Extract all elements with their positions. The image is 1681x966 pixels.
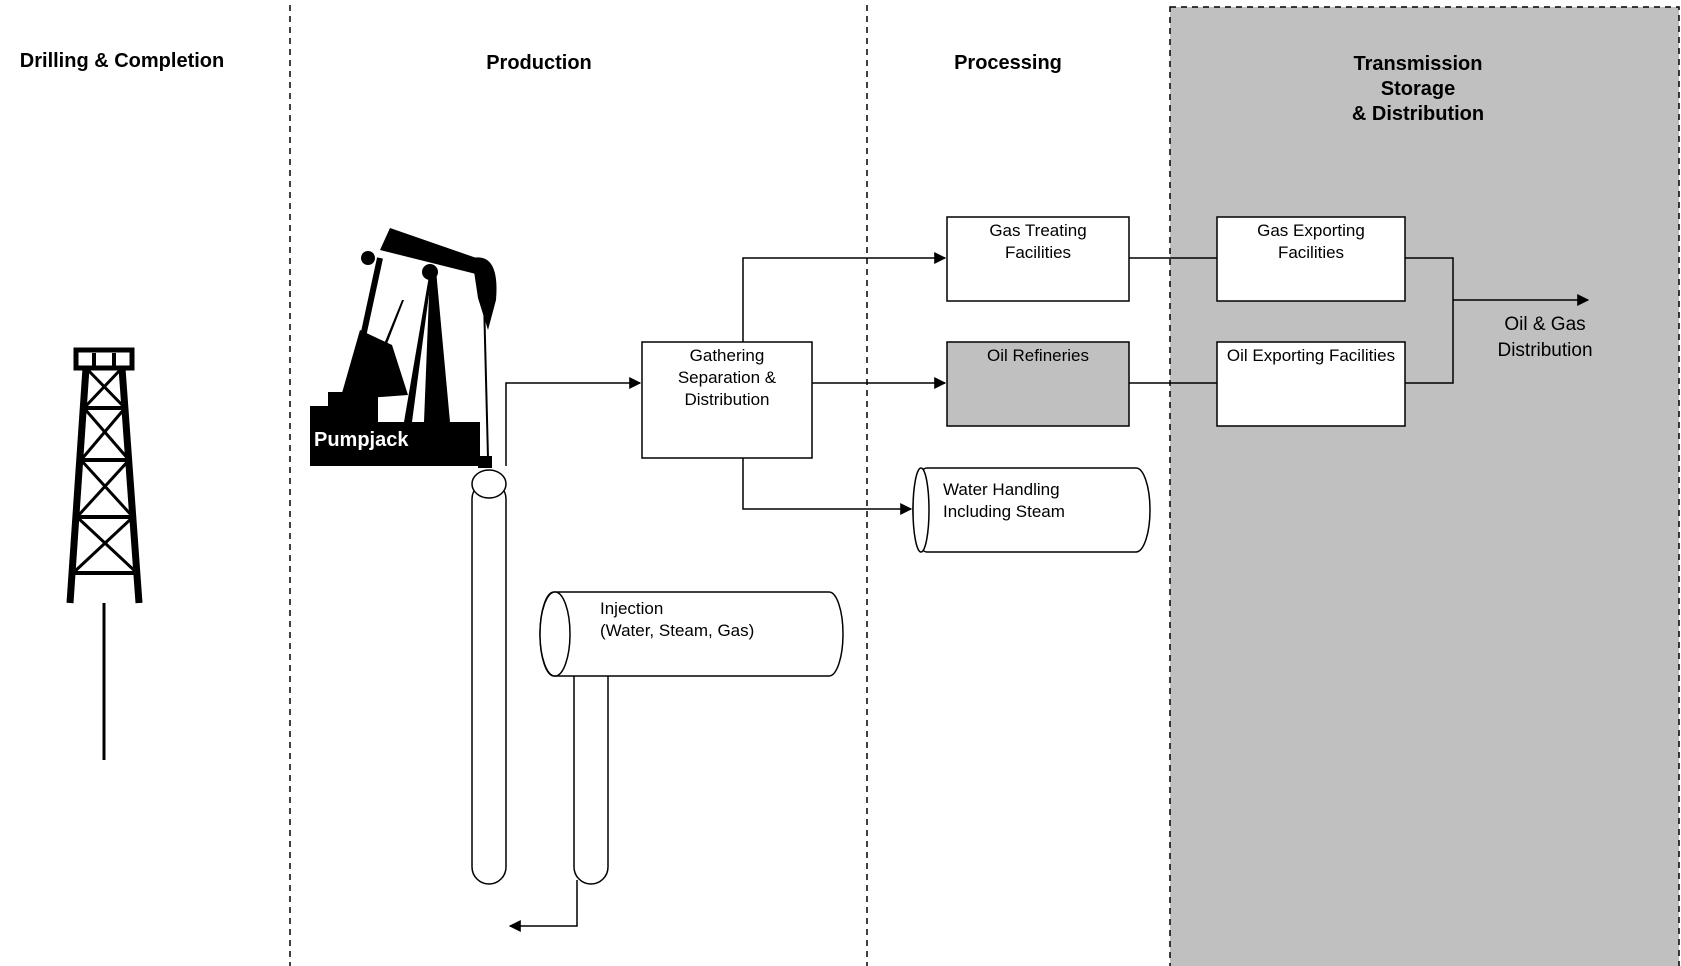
- stage-transmission-title-line-2: Storage: [1381, 78, 1455, 100]
- gathering-label-line-1: Gathering: [690, 346, 765, 365]
- stage-transmission-title-line-1: Transmission: [1354, 53, 1483, 75]
- connector-well-to-gathering: [505, 377, 642, 466]
- injection-well: [573, 659, 609, 885]
- gathering-box: Gathering Separation & Distribution: [641, 341, 813, 459]
- drilling-rig-icon: [66, 347, 143, 760]
- oil-refineries-label: Oil Refineries: [987, 346, 1089, 365]
- oil-exporting-label: Oil Exporting Facilities: [1227, 346, 1395, 365]
- gas-treating-box: Gas Treating Facilities: [946, 216, 1130, 302]
- pumpjack-label: Pumpjack: [314, 429, 409, 451]
- stage-processing-title: Processing: [954, 52, 1062, 74]
- oil-exporting-box: Oil Exporting Facilities: [1216, 341, 1406, 427]
- gas-exporting-box: Gas Exporting Facilities: [1216, 216, 1406, 302]
- water-handling-tank: Water Handling Including Steam: [912, 467, 1151, 553]
- water-handling-label-line-1: Water Handling: [943, 480, 1060, 499]
- flow-connectors: [505, 252, 1590, 932]
- stage-transmission-title-line-3: & Distribution: [1352, 103, 1484, 125]
- gas-treating-label-line-1: Gas Treating: [989, 221, 1086, 240]
- gathering-label-line-3: Distribution: [684, 390, 769, 409]
- gas-treating-label-line-2: Facilities: [1005, 243, 1071, 262]
- connector-gathering-to-gas-treating: [742, 252, 947, 342]
- transmission-region: [1169, 6, 1680, 966]
- oil-refineries-box: Oil Refineries: [946, 341, 1130, 427]
- injection-label-line-2: (Water, Steam, Gas): [600, 621, 754, 640]
- connector-gathering-to-water: [742, 458, 913, 515]
- gas-exporting-label-line-1: Gas Exporting: [1257, 221, 1365, 240]
- connector-gas-export-merge: [1405, 257, 1454, 384]
- pumpjack-icon: Pumpjack: [310, 228, 497, 468]
- injection-label-line-1: Injection: [600, 599, 663, 618]
- gathering-label-line-2: Separation &: [678, 368, 777, 387]
- injection-tank: Injection (Water, Steam, Gas): [539, 591, 844, 677]
- distribution-label-line-1: Oil & Gas: [1504, 314, 1585, 335]
- stage-production-title: Production: [486, 52, 592, 74]
- distribution-label-line-2: Distribution: [1497, 340, 1592, 361]
- production-well: [471, 469, 507, 885]
- gas-exporting-label-line-2: Facilities: [1278, 243, 1344, 262]
- connector-injection-down: [508, 880, 578, 932]
- stage-drilling-title: Drilling & Completion: [20, 50, 224, 72]
- water-handling-label-line-2: Including Steam: [943, 502, 1065, 521]
